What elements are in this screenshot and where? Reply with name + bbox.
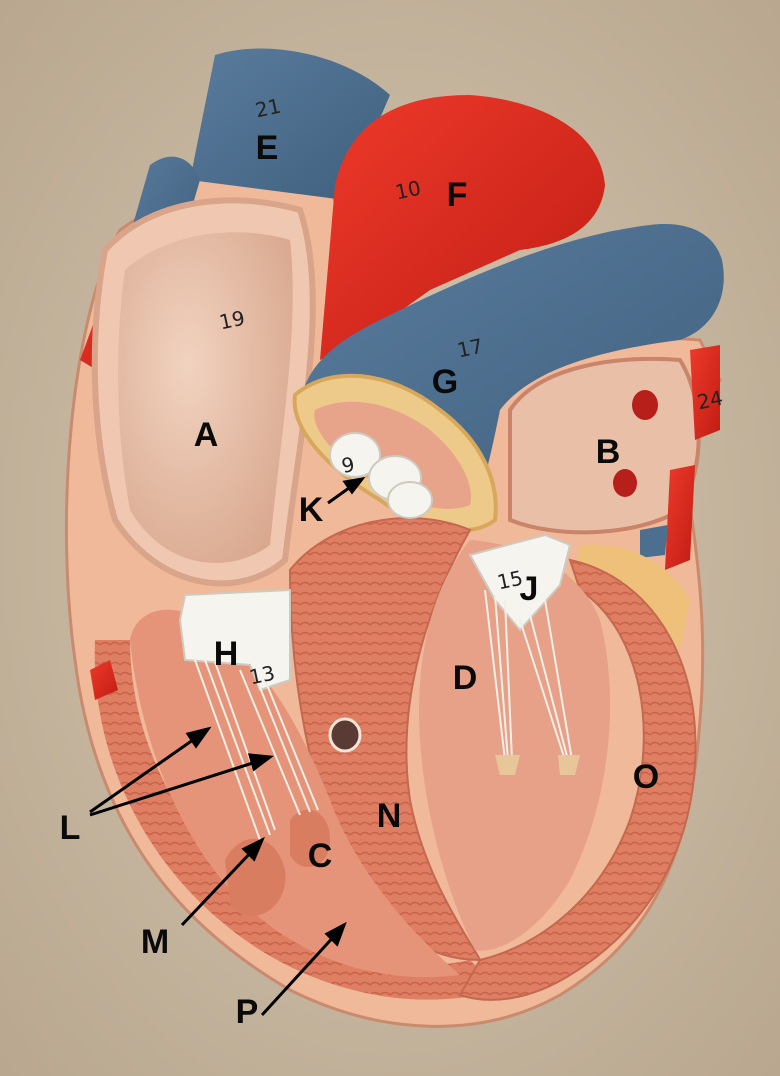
label-O: O xyxy=(632,758,660,796)
label-H: H xyxy=(213,635,239,673)
model-number-10: 10 xyxy=(393,175,423,205)
label-K: K xyxy=(298,491,324,529)
papillary-muscle-left-2 xyxy=(558,755,580,775)
pulmonary-valve-K xyxy=(329,432,433,519)
label-G: G xyxy=(431,363,459,401)
aorta-F xyxy=(320,95,605,360)
left-ventricle-cavity-D xyxy=(419,540,610,951)
papillary-muscle-M xyxy=(225,838,286,917)
label-A: A xyxy=(193,416,219,454)
model-number-19: 19 xyxy=(217,305,247,335)
label-P: P xyxy=(235,993,259,1031)
model-number-17: 17 xyxy=(455,333,485,363)
atrium-inner xyxy=(118,232,293,563)
model-number-21: 21 xyxy=(253,93,283,123)
label-L: L xyxy=(59,809,81,847)
right-lower-red-vessel xyxy=(665,465,695,570)
label-N: N xyxy=(376,797,402,835)
label-B: B xyxy=(595,433,621,471)
label-M: M xyxy=(140,923,170,961)
model-number-13: 13 xyxy=(247,660,277,690)
papillary-muscle-left-1 xyxy=(495,755,520,775)
arrow-P xyxy=(260,921,347,1017)
right-ventricle-cavity-C xyxy=(130,609,460,978)
superior-vena-cava-E xyxy=(190,48,390,200)
label-F: F xyxy=(446,176,468,214)
arrow-L-1 xyxy=(89,726,212,814)
label-E: E xyxy=(255,129,279,167)
mitral-chordae xyxy=(484,589,573,761)
label-D: D xyxy=(452,659,478,697)
arrow-M xyxy=(180,836,265,927)
left-red-blip xyxy=(90,660,118,700)
papillary-muscle-right xyxy=(290,809,330,867)
arrow-K xyxy=(327,476,366,505)
label-C: C xyxy=(307,837,333,875)
label-J: J xyxy=(519,570,539,608)
arrow-L-2 xyxy=(89,753,274,817)
pulmonary-vein-opening-upper xyxy=(632,390,658,420)
model-number-24: 24 xyxy=(695,385,725,415)
pulmonary-vein-opening-lower xyxy=(613,469,637,497)
blue-small-vessel xyxy=(640,525,668,558)
right-red-vessel xyxy=(690,345,720,440)
left-ventricle-wall-O xyxy=(458,558,697,1001)
pointer-arrows xyxy=(89,476,366,1017)
chordae-tendineae-L xyxy=(194,659,319,841)
septal-defect-hole xyxy=(328,717,362,753)
right-ventricle-wall xyxy=(94,640,500,1000)
